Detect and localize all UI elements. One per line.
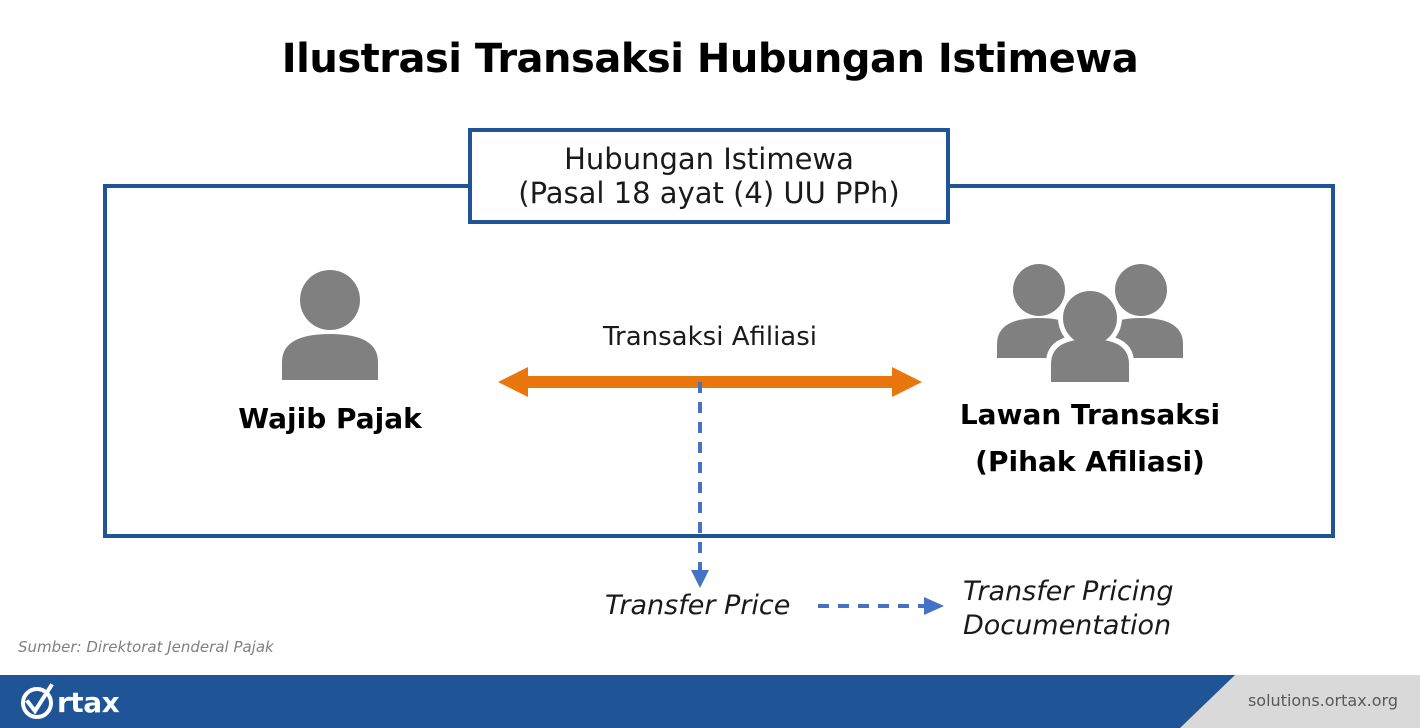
right-actor-group: Lawan Transaksi (Pihak Afiliasi): [950, 262, 1230, 478]
transfer-price-connector-arrow: [691, 382, 709, 588]
tp-documentation-line1: Transfer Pricing: [963, 576, 1174, 607]
special-relationship-title: Hubungan Istimewa: [564, 141, 854, 176]
right-actor-label-line2: (Pihak Afiliasi): [975, 445, 1205, 479]
group-of-people-icon: [997, 264, 1183, 384]
documentation-connector-arrow: [818, 597, 944, 615]
ortax-logo[interactable]: rtax: [18, 683, 120, 721]
tp-documentation-line2: Documentation: [963, 610, 1172, 642]
page-title: Ilustrasi Transaksi Hubungan Istimewa: [281, 36, 1139, 82]
affiliated-transaction-arrow: [498, 367, 922, 397]
footer-url[interactable]: solutions.ortax.org: [1247, 691, 1398, 710]
ortax-logo-text: rtax: [57, 685, 120, 719]
tp-documentation-label: Transfer Pricing Documentation: [963, 575, 1174, 643]
special-relationship-reference: (Pasal 18 ayat (4) UU PPh): [518, 176, 900, 210]
ortax-check-circle-icon: [21, 683, 54, 719]
right-actor-label-line1: Lawan Transaksi: [959, 398, 1221, 431]
transaction-label: Transaksi Afiliasi: [602, 322, 818, 352]
source-note: Sumber: Direktorat Jenderal Pajak: [18, 638, 274, 656]
left-actor-group: Wajib Pajak: [200, 270, 460, 435]
footer-bar: rtax solutions.ortax.org: [0, 675, 1420, 728]
transfer-price-label: Transfer Price: [605, 590, 791, 621]
left-actor-label: Wajib Pajak: [238, 402, 422, 435]
special-relationship-box: Hubungan Istimewa (Pasal 18 ayat (4) UU …: [468, 128, 950, 224]
single-person-icon: [282, 270, 378, 380]
